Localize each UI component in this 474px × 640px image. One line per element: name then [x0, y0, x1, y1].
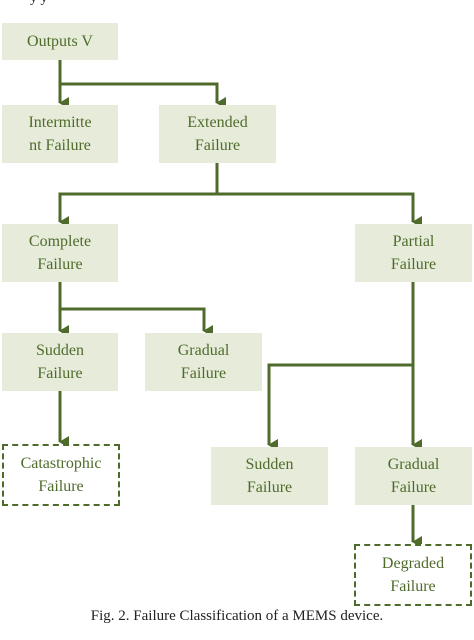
figure-caption: Fig. 2. Failure Classification of a MEMS…	[90, 608, 384, 624]
node-label: Complete Failure	[28, 233, 92, 273]
connector-extended-to-complete	[58, 163, 219, 228]
node-label: Gradual Failure	[177, 342, 230, 382]
node-gradual-failure-partial: Gradual Failure	[355, 447, 472, 505]
node-label: Gradual Failure	[387, 456, 440, 496]
node-degraded-failure: Degraded Failure	[354, 544, 472, 606]
connector-outputs-to-extended	[60, 82, 226, 109]
node-label: Intermitte nt Failure	[28, 114, 92, 154]
node-sudden-failure-partial: Sudden Failure	[211, 447, 328, 505]
node-label: Extended Failure	[187, 114, 248, 154]
node-label: Degraded Failure	[381, 555, 445, 595]
node-partial-failure: Partial Failure	[355, 224, 472, 282]
node-label: Outputs V	[27, 33, 93, 50]
clipped-top-text: y y	[30, 0, 230, 7]
node-label: Catastrophic Failure	[20, 455, 102, 495]
node-intermittent-failure: Intermitte nt Failure	[2, 105, 118, 163]
node-label: Sudden Failure	[245, 456, 294, 496]
node-extended-failure: Extended Failure	[159, 105, 276, 163]
connector-partial-to-sudden	[267, 363, 413, 451]
node-catastrophic-failure: Catastrophic Failure	[2, 444, 120, 506]
node-outputs-v: Outputs V	[2, 23, 118, 60]
node-label: Partial Failure	[390, 233, 437, 273]
node-label: Sudden Failure	[36, 342, 84, 382]
connector-complete-to-gradual	[60, 307, 213, 337]
connector-extended-to-partial	[217, 192, 422, 228]
node-gradual-failure-complete: Gradual Failure	[145, 333, 262, 391]
node-sudden-failure-complete: Sudden Failure	[2, 333, 118, 391]
node-complete-failure: Complete Failure	[2, 224, 118, 282]
